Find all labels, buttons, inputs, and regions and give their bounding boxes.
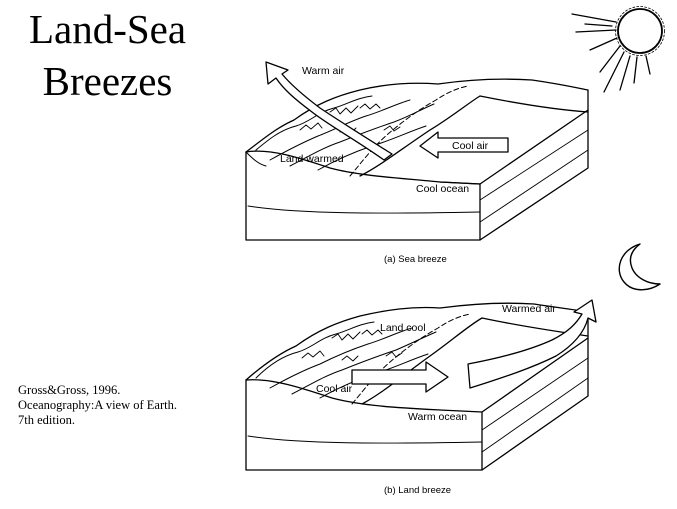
citation: Gross&Gross, 1996. Oceanography:A view o… xyxy=(18,383,177,428)
citation-line-3: 7th edition. xyxy=(18,413,75,427)
label-land-cool: Land cool xyxy=(380,322,426,334)
label-warmed-air: Warmed air xyxy=(502,303,556,315)
caption-land-breeze: (b) Land breeze xyxy=(384,485,451,496)
label-cool-air-a: Cool air xyxy=(452,140,489,152)
sun-icon xyxy=(571,6,665,93)
label-cool-air-b: Cool air xyxy=(316,383,353,395)
moon-icon xyxy=(618,243,661,291)
label-warm-air: Warm air xyxy=(302,65,345,77)
page-title-line-1: Land-Sea xyxy=(28,6,187,52)
land-breeze-block xyxy=(245,302,589,471)
cool-air-arrow-b xyxy=(351,361,449,393)
warm-air-arrow xyxy=(265,61,393,161)
label-warm-ocean: Warm ocean xyxy=(408,411,467,423)
citation-line-1: Gross&Gross, 1996. xyxy=(18,383,121,397)
sea-breeze-block xyxy=(245,78,589,241)
cool-air-arrow-a xyxy=(419,131,509,159)
page-title-line-2: Breezes xyxy=(42,58,173,104)
label-land-warmed: Land warmed xyxy=(280,153,344,165)
warmed-air-arrow xyxy=(467,299,597,389)
citation-line-2: Oceanography:A view of Earth. xyxy=(18,398,177,412)
label-cool-ocean: Cool ocean xyxy=(416,183,469,195)
caption-sea-breeze: (a) Sea breeze xyxy=(384,254,447,265)
